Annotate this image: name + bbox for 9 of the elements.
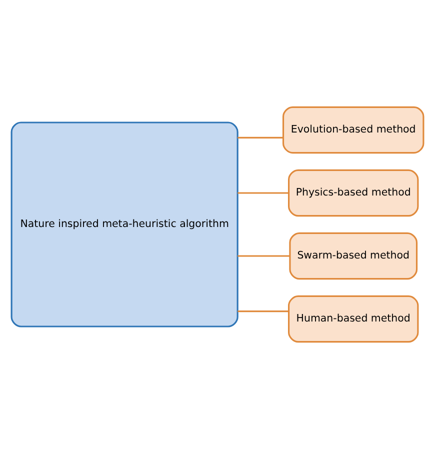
node-box: Physics-based method (288, 169, 419, 217)
connector (238, 310, 288, 312)
node-box: Evolution-based method (282, 106, 424, 154)
node-box: Swarm-based method (289, 232, 418, 280)
connector (238, 192, 288, 194)
connector (238, 136, 284, 138)
connector (238, 255, 290, 257)
node-box: Nature inspired meta-heuristic algorithm (10, 122, 238, 328)
node-box: Human-based method (288, 295, 419, 343)
